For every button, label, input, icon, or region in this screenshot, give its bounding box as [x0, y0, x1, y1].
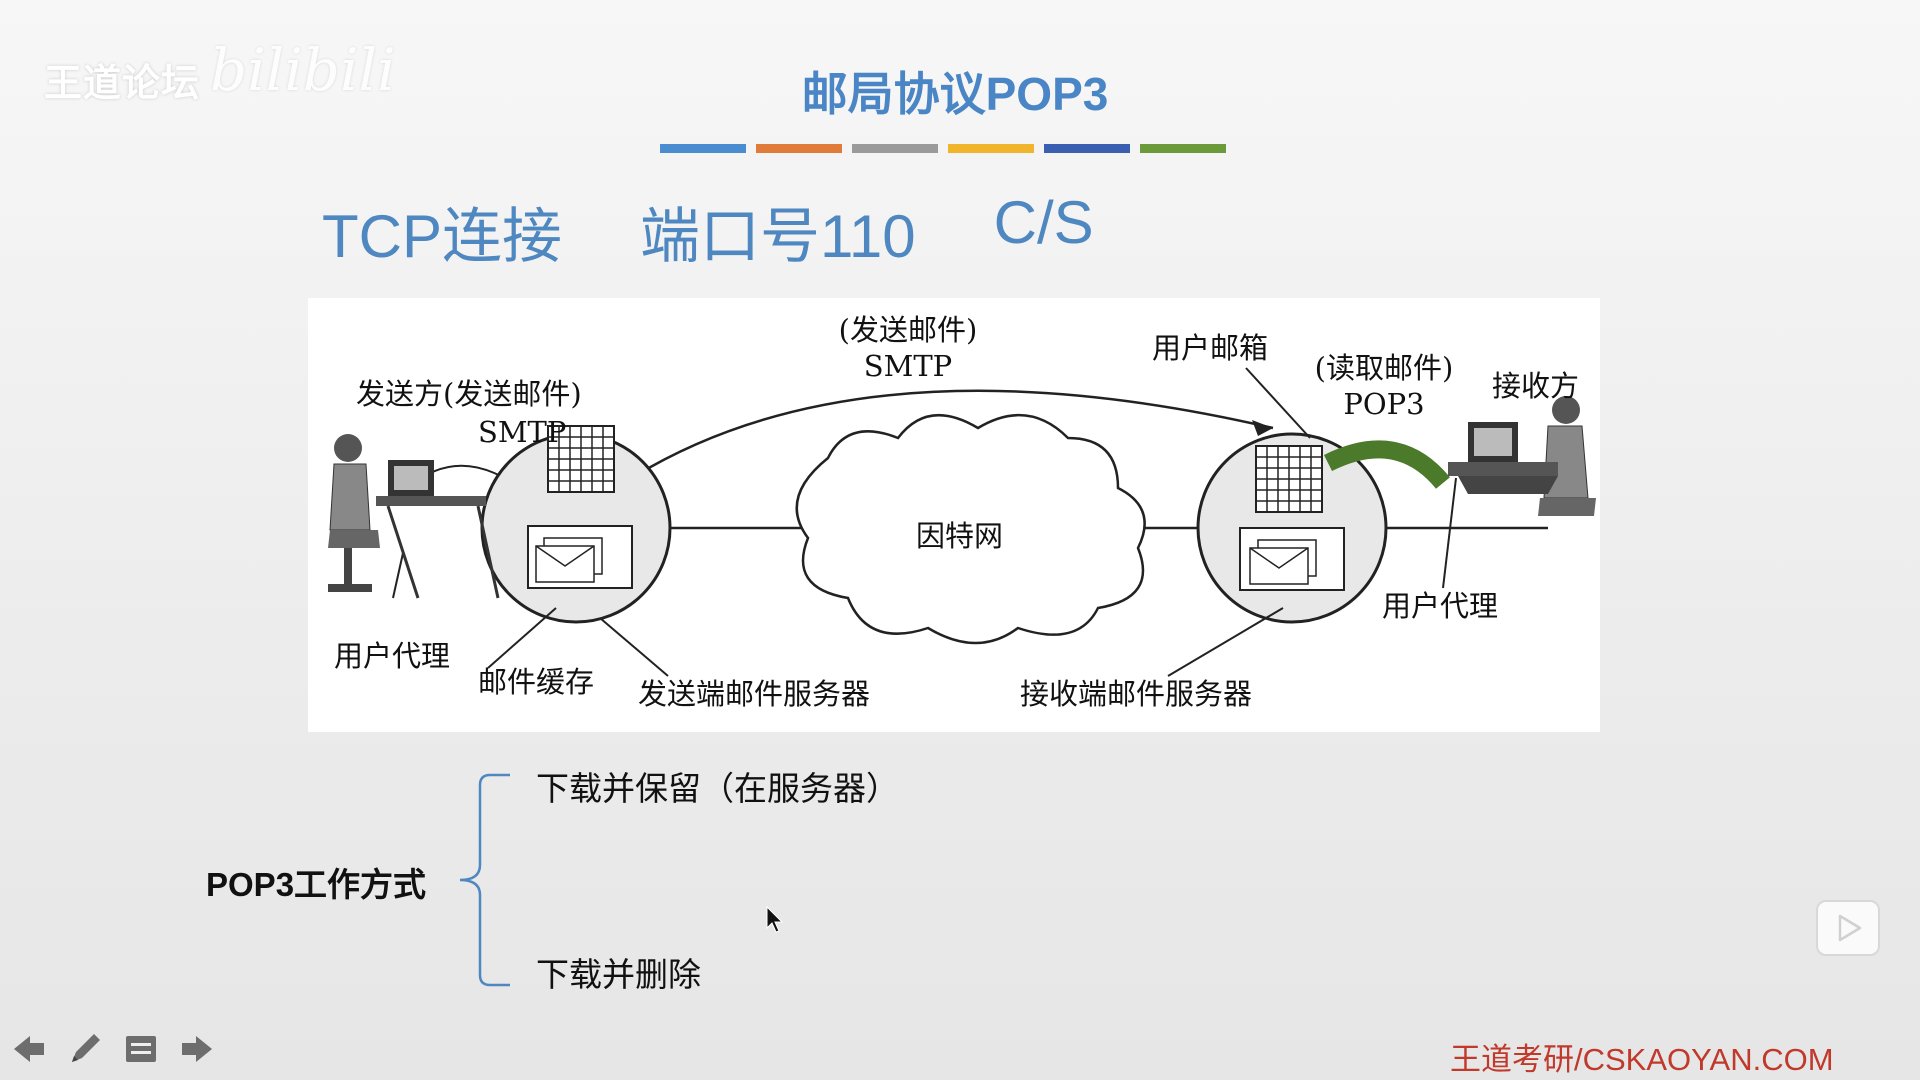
color-bar-segment — [1044, 144, 1130, 153]
label-sender-proto: SMTP — [478, 415, 567, 449]
subtitle-port: 端口号110 — [640, 203, 916, 270]
color-bar-segment — [756, 144, 842, 153]
color-bar — [660, 144, 1226, 153]
pop3-arrow — [1323, 440, 1450, 489]
brand-text: 王道考研/CSKAOYAN.COM — [1450, 1042, 1834, 1077]
label-internet: 因特网 — [916, 519, 1004, 553]
color-bar-segment — [948, 144, 1034, 153]
color-bar-segment — [660, 144, 746, 153]
label-sender: 发送方(发送邮件) — [356, 377, 582, 411]
mouse-cursor-icon — [766, 906, 784, 933]
label-user-agent-left: 用户代理 — [334, 639, 451, 673]
pop3-modes-title: POP3工作方式 — [206, 866, 427, 903]
slide-title: 邮局协议POP3 — [801, 68, 1109, 120]
label-receiver: 接收方 — [1492, 369, 1580, 403]
pop3-option-delete: 下载并删除 — [536, 955, 701, 994]
play-button[interactable] — [1816, 900, 1880, 956]
brace-icon — [459, 773, 510, 987]
label-sender-server: 发送端邮件服务器 — [638, 677, 871, 711]
label-mail-cache: 邮件缓存 — [478, 665, 595, 699]
label-user-agent-right: 用户代理 — [1382, 589, 1499, 623]
sender-person-icon — [328, 434, 500, 599]
internet-cloud-icon — [795, 413, 1146, 645]
color-bar-segment — [1140, 144, 1226, 153]
receiver-person-icon — [1448, 396, 1596, 516]
pen-icon[interactable] — [66, 1030, 104, 1068]
subtitle: TCP连接 端口号110 C/S — [322, 188, 1094, 275]
label-mailbox: 用户邮箱 — [1152, 331, 1269, 365]
slide-nav — [10, 1030, 216, 1068]
pop3-option-keep: 下载并保留（在服务器） — [536, 769, 899, 808]
color-bar-segment — [852, 144, 938, 153]
email-diagram: 发送方(发送邮件) SMTP 用户代理 邮件缓存 发送端邮件服务器 (发送邮件)… — [308, 298, 1600, 732]
menu-icon[interactable] — [122, 1030, 160, 1068]
subtitle-cs: C/S — [993, 189, 1094, 256]
label-read-proto: POP3 — [1343, 387, 1425, 421]
diagram-graphics — [328, 367, 1596, 677]
watermark-text: 王道论坛 — [44, 63, 201, 105]
subtitle-tcp: TCP连接 — [322, 203, 562, 270]
label-middle-action: (发送邮件) — [838, 313, 978, 347]
bilibili-logo: bilibili — [210, 36, 396, 104]
arrow-right-icon[interactable] — [178, 1030, 216, 1068]
label-middle-proto: SMTP — [863, 349, 953, 383]
label-read-action: (读取邮件) — [1314, 351, 1454, 385]
label-receiver-server: 接收端邮件服务器 — [1020, 677, 1253, 711]
arrow-left-icon[interactable] — [10, 1030, 48, 1068]
play-icon — [1838, 914, 1862, 942]
